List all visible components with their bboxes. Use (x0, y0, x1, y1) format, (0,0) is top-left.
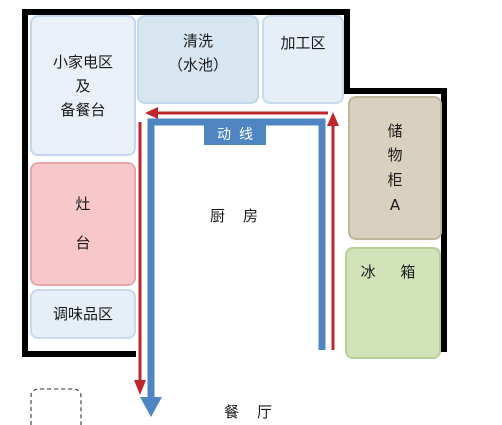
zone-sink-title: 清洗 (182, 32, 213, 50)
flow-path-red (134, 107, 339, 395)
flow-arrowhead-red-up (327, 112, 339, 126)
zone-fridge-label: 冰 箱 (360, 263, 426, 281)
dining-label: 餐厅 (224, 403, 291, 421)
flow-label: 动线 (204, 123, 266, 145)
zone-stove-label: 灶 台 (75, 195, 91, 252)
zone-processing: 加工区 (262, 15, 344, 104)
zone-storage-cabinet: 储 物 柜 A (348, 96, 442, 240)
zone-sink-subtitle: （水池） (167, 56, 228, 74)
flow-arrowhead-blue (140, 397, 162, 417)
dining-chair-outline (30, 388, 82, 425)
zone-small-appliance-label: 小家电区 及 备餐台 (52, 52, 113, 119)
flow-arrowhead-red-left (145, 107, 158, 119)
zone-fridge: 冰 箱 (345, 247, 441, 359)
zone-storage-cabinet-label: 储 物 柜 A (387, 121, 403, 214)
walls (22, 9, 447, 357)
zone-processing-label: 加工区 (280, 34, 326, 52)
zone-seasoning-label: 调味品区 (52, 305, 113, 323)
zone-sink: 清洗 （水池） (137, 15, 259, 104)
zone-seasoning: 调味品区 (30, 289, 136, 339)
zone-stove: 灶 台 (30, 162, 136, 286)
kitchen-label: 厨房 (210, 207, 277, 225)
flow-line-blue (147, 118, 326, 398)
flow-path-blue (140, 118, 326, 417)
zone-small-appliance-prep: 小家电区 及 备餐台 (30, 15, 136, 156)
flow-arrowhead-red-down (134, 380, 146, 395)
